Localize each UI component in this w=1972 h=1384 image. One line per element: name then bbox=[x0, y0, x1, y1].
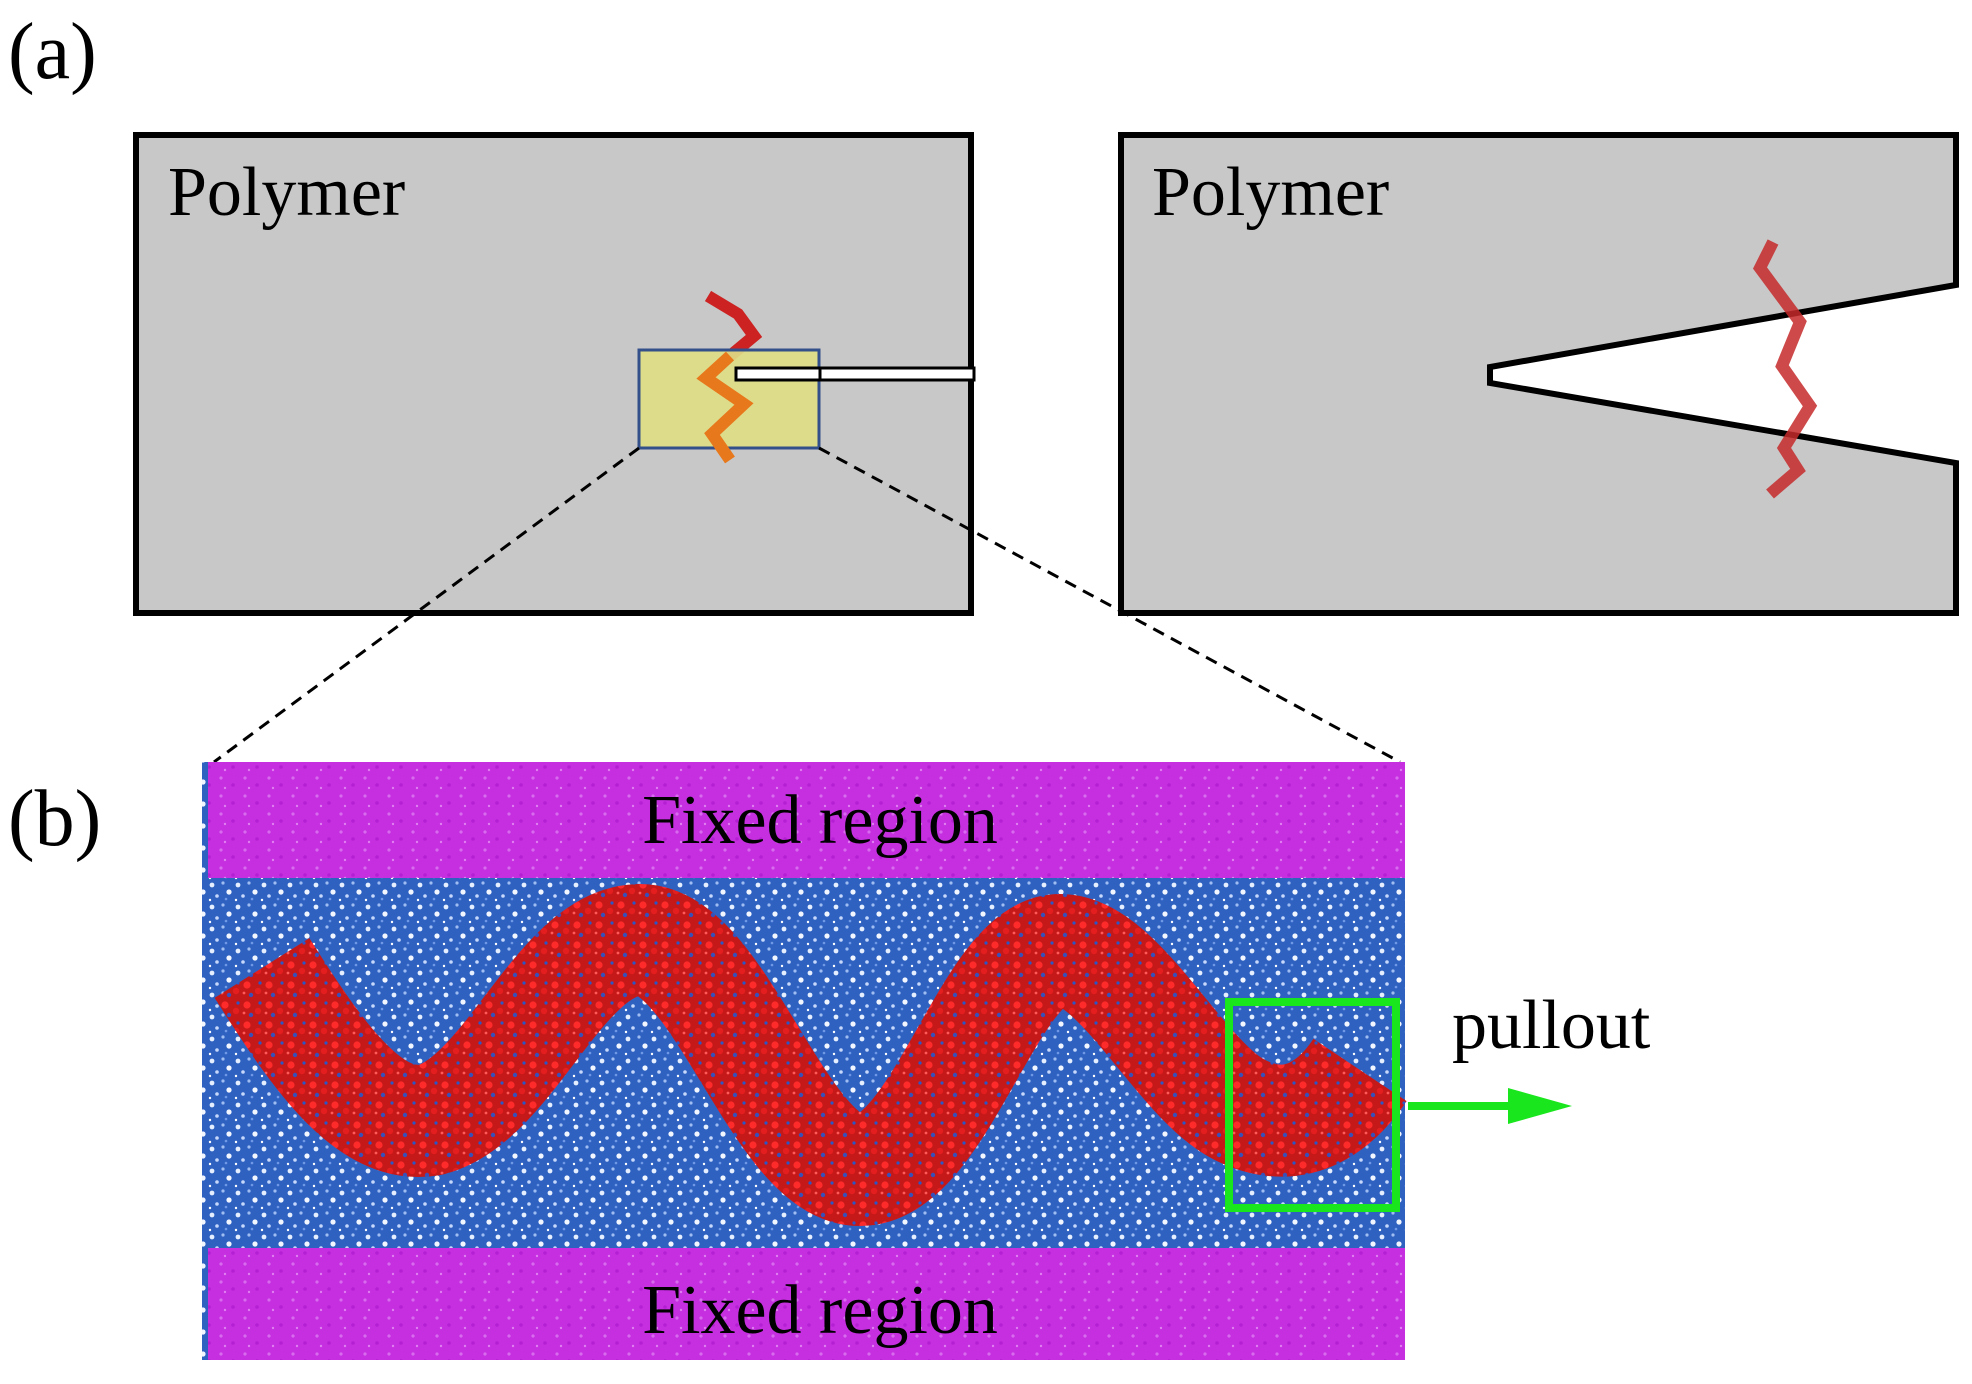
bottom-fixed-region bbox=[208, 1248, 1405, 1360]
pullout-arrow-head bbox=[1508, 1088, 1572, 1124]
zoom-line-right bbox=[818, 446, 1401, 764]
right-polymer-label: Polymer bbox=[1152, 154, 1389, 231]
panel-a-label: (a) bbox=[8, 8, 97, 96]
left-polymer-label: Polymer bbox=[168, 154, 405, 231]
left-fiber-upper bbox=[704, 290, 763, 361]
right-polymer-box-frame bbox=[1118, 132, 1959, 616]
top-fixed-region-label: Fixed region bbox=[642, 782, 998, 859]
pullout-arrow bbox=[1408, 1088, 1572, 1124]
right-bridging-fiber bbox=[1752, 239, 1818, 499]
top-fixed-region bbox=[208, 762, 1405, 878]
pullout-region-box bbox=[1225, 998, 1400, 1212]
panel-b-label: (b) bbox=[8, 775, 101, 863]
left-fiber-lower bbox=[696, 351, 754, 464]
bottom-fixed-region-label: Fixed region bbox=[642, 1272, 998, 1349]
embedded-fiber bbox=[214, 884, 1407, 1226]
crack-slit-inner bbox=[734, 366, 822, 382]
right-polymer-box: Polymer bbox=[1118, 132, 1959, 616]
pullout-label: pullout bbox=[1452, 987, 1651, 1064]
left-polymer-box: Polymer bbox=[133, 132, 976, 616]
zoom-line-left bbox=[213, 446, 640, 764]
md-simulation-snapshot: Fixed region Fixed region bbox=[202, 762, 1407, 1360]
